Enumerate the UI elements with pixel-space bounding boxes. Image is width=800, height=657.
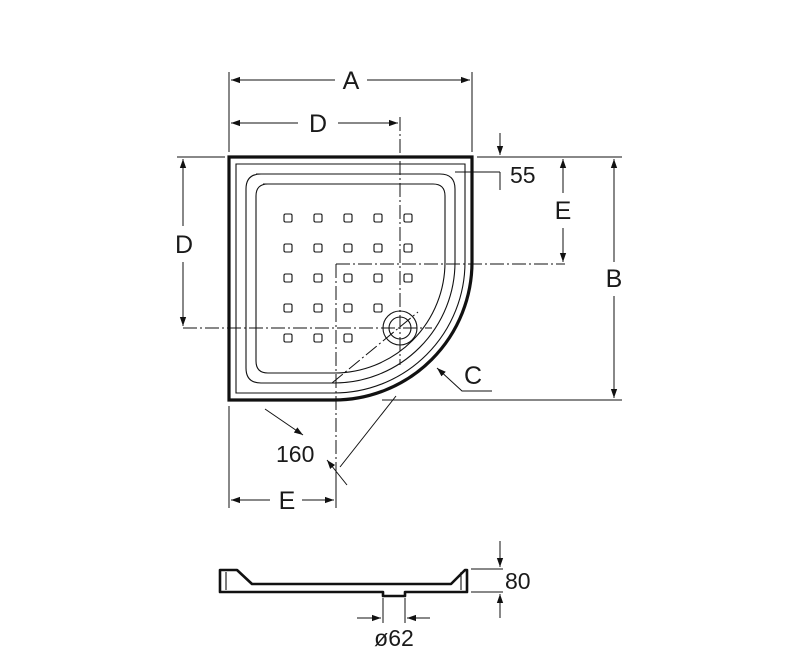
- grip-square: [343, 273, 353, 283]
- dimension-c: C: [436, 362, 492, 392]
- grip-square: [403, 273, 413, 283]
- grip-square: [343, 213, 353, 223]
- dimension-160: 160: [264, 395, 397, 486]
- dimension-e-bottom: E: [231, 487, 334, 515]
- dimension-label-b: B: [606, 265, 623, 293]
- tray-outer-outline: [227, 155, 474, 402]
- grip-square: [403, 243, 413, 253]
- basin-inner-edge: [255, 183, 446, 374]
- dimension-height-80: 80: [471, 541, 531, 618]
- dimension-label-d-left: D: [175, 231, 193, 259]
- basin-outer-edge: [245, 173, 456, 384]
- tray-side-elevation: [218, 568, 469, 598]
- dimension-a: A: [231, 67, 470, 95]
- grip-square: [313, 213, 323, 223]
- grip-square: [313, 303, 323, 313]
- dimension-b: B: [606, 159, 623, 398]
- dimension-value-80: 80: [505, 568, 531, 594]
- grip-square: [283, 243, 293, 253]
- grip-square: [313, 273, 323, 283]
- grip-square: [283, 273, 293, 283]
- grip-square: [283, 333, 293, 343]
- anti-slip-pattern: [283, 213, 413, 343]
- grip-square: [283, 213, 293, 223]
- extension-lines: [177, 72, 622, 508]
- grip-square: [373, 273, 383, 283]
- grip-square: [373, 303, 383, 313]
- dimension-e-right: E: [555, 159, 572, 262]
- dimension-d-left: D: [175, 159, 193, 326]
- grip-square: [373, 243, 383, 253]
- dimension-d-top: D: [231, 110, 398, 138]
- dimension-label-e-right: E: [555, 197, 572, 225]
- dimension-label-c: C: [464, 362, 482, 390]
- dimension-label-e-bottom: E: [279, 487, 296, 515]
- grip-square: [313, 333, 323, 343]
- dimension-rim-55: 55: [496, 133, 536, 188]
- grip-square: [403, 213, 413, 223]
- grip-square: [343, 303, 353, 313]
- dimension-label-d-top: D: [309, 110, 327, 138]
- grip-square: [343, 243, 353, 253]
- tray-plan-view: [227, 155, 474, 402]
- tray-rim-outline: [235, 163, 466, 394]
- grip-square: [313, 243, 323, 253]
- centre-lines: [183, 117, 565, 460]
- dimension-drain-62: ø62: [357, 598, 430, 651]
- dimension-label-a: A: [343, 67, 360, 95]
- grip-square: [373, 213, 383, 223]
- dimension-value-55: 55: [510, 162, 536, 188]
- dimension-value-160: 160: [276, 441, 314, 467]
- dimension-value-62: ø62: [374, 625, 414, 651]
- grip-square: [283, 303, 293, 313]
- tray-profile: [218, 568, 469, 598]
- grip-square: [343, 333, 353, 343]
